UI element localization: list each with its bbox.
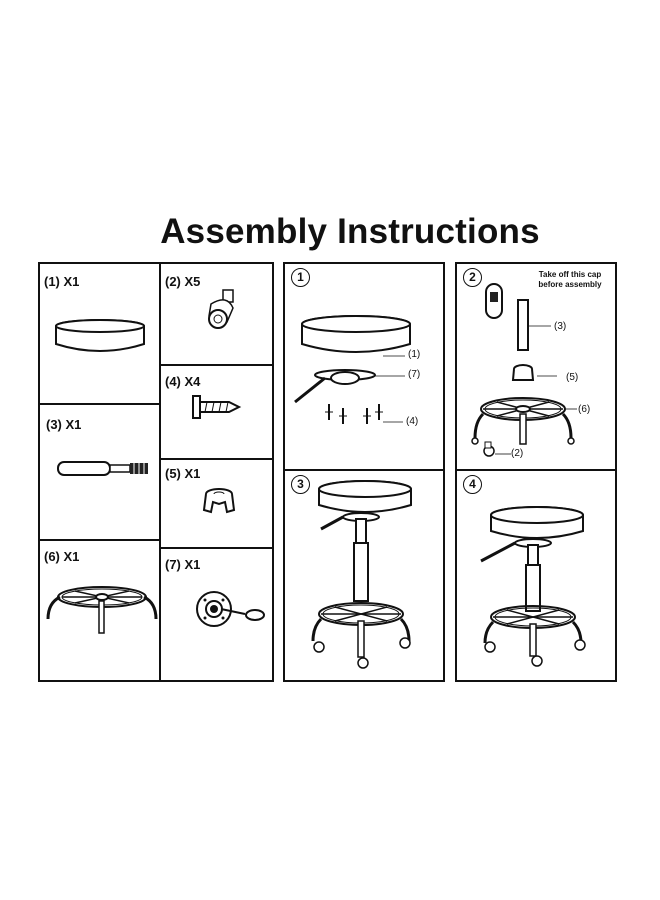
part-panel-screws: (4) X4 (159, 364, 274, 460)
footring-icon (40, 541, 163, 684)
cap-note: Take off this cap before assembly (525, 270, 615, 290)
callout-1-mechanism: (7) (408, 369, 421, 380)
step-2-diagram (457, 264, 619, 473)
callout-2-caster: (2) (511, 448, 524, 459)
part-label-screws: (4) X4 (165, 374, 201, 389)
part-panel-seat: (1) X1 (38, 262, 161, 405)
step-panel-3: 3 (283, 469, 445, 682)
callout-2-gas-lift: (3) (554, 321, 567, 332)
part-panel-gas-lift: (3) X1 (38, 403, 161, 541)
part-panel-bushing: (5) X1 (159, 458, 274, 549)
step-3-diagram (285, 471, 447, 684)
callout-2-footring: (6) (578, 404, 591, 415)
step-number-2: 2 (463, 268, 482, 287)
part-label-gas-lift: (3) X1 (46, 417, 82, 432)
part-label-footring: (6) X1 (44, 549, 80, 564)
part-label-seat: (1) X1 (44, 274, 80, 289)
bushing-icon (161, 460, 276, 551)
cap-note-line-2: before assembly (538, 280, 602, 289)
step-number-1: 1 (291, 268, 310, 287)
page-title: Assembly Instructions (160, 212, 540, 251)
screw-icon (161, 366, 276, 462)
step-number-3: 3 (291, 475, 310, 494)
part-label-caster: (2) X5 (165, 274, 201, 289)
part-panel-footring: (6) X1 (38, 539, 161, 682)
caster-wheel-icon (161, 264, 276, 368)
callout-1-seat: (1) (408, 349, 421, 360)
cap-note-line-1: Take off this cap (538, 270, 602, 279)
callout-1-screws: (4) (406, 416, 419, 427)
step-panel-2: 2 Take off this cap before assembly (3) … (455, 262, 617, 471)
callout-2-bushing: (5) (566, 372, 579, 383)
step-panel-4: 4 (455, 469, 617, 682)
part-panel-caster: (2) X5 (159, 262, 274, 366)
part-label-bushing: (5) X1 (165, 466, 201, 481)
seat-cushion-icon (40, 264, 163, 407)
step-panel-1: 1 (1) (7) (4) (283, 262, 445, 471)
part-label-mechanism: (7) X1 (165, 557, 201, 572)
step-4-diagram (457, 471, 619, 684)
step-1-diagram (285, 264, 447, 473)
part-panel-mechanism: (7) X1 (159, 547, 274, 682)
gas-lift-icon (40, 405, 148, 543)
step-number-4: 4 (463, 475, 482, 494)
seat-mechanism-icon (161, 549, 276, 684)
